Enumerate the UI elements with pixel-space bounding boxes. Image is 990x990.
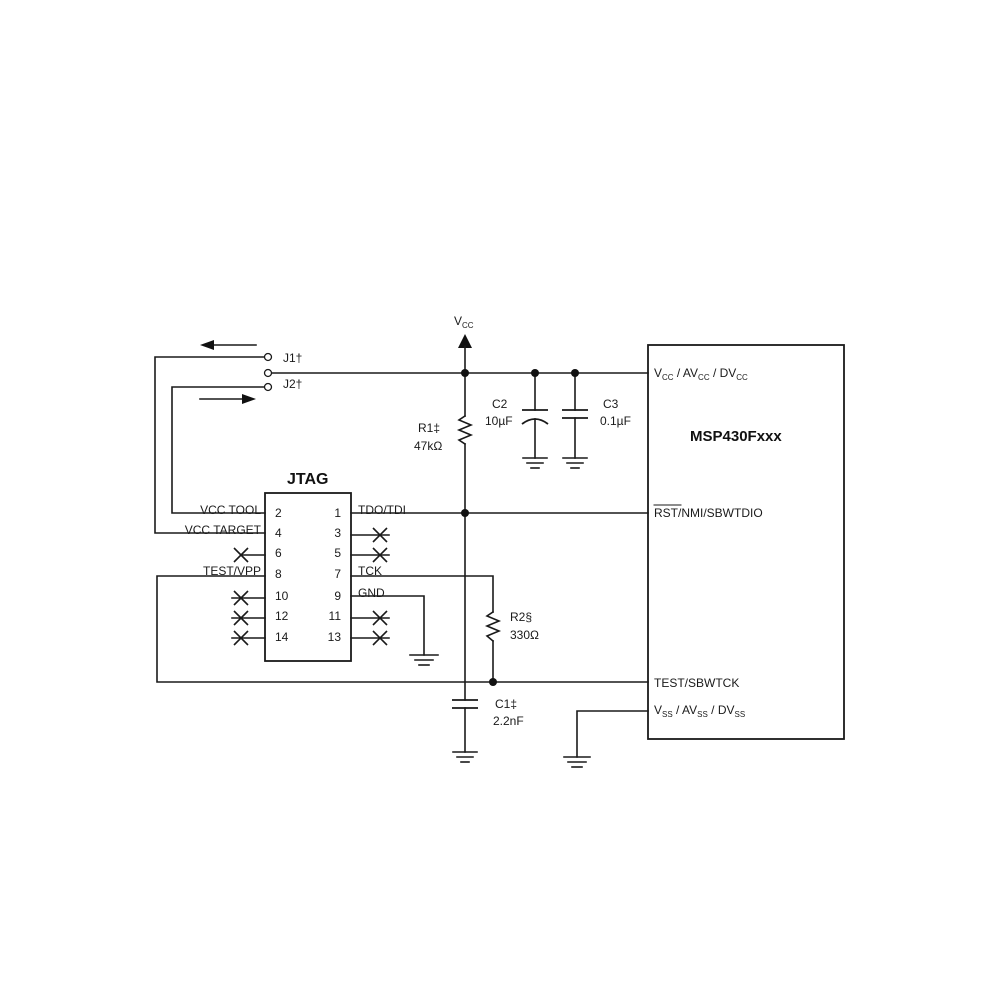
jtag-pin-label: GND [358, 586, 385, 600]
r2-ref: R2§ [510, 610, 532, 624]
wire-test-sbwtck [156, 575, 649, 683]
resistor-r1: R1‡ 47kΩ [414, 372, 474, 514]
ground-icon [409, 654, 439, 666]
capacitor-c1: C1‡ 2.2nF [452, 697, 524, 763]
jumper-j1-label: J1† [283, 351, 302, 365]
jumper-j2-label: J2† [283, 377, 302, 391]
jtag-pin-number: 3 [334, 526, 341, 540]
r1-ref: R1‡ [418, 421, 440, 435]
chip-name: MSP430Fxxx [690, 428, 782, 445]
jtag-pin-label: TCK [358, 564, 382, 578]
nc-pin-13 [350, 630, 390, 646]
jtag-pin-label: TEST/VPP [203, 564, 261, 578]
nc-pin-5 [350, 547, 390, 563]
jtag-connector: JTAG 2 VCC TOOL 4 VCC TARGET 6 8 TEST/VPP 10 12 1… [185, 471, 406, 662]
c1-ref: C1‡ [495, 697, 517, 711]
wire-j1-vcc-target [154, 356, 266, 534]
vcc-label: VCC [454, 314, 474, 330]
jtag-pin-number: 14 [275, 630, 289, 644]
r1-value: 47kΩ [414, 439, 442, 453]
jtag-body [264, 492, 352, 662]
jumpers: J1† J2† [154, 340, 302, 534]
junction-dots [461, 369, 579, 686]
jtag-pin-number: 8 [275, 567, 282, 581]
jtag-right-pins: 1 TDO/TDI 3 5 7 TCK 9 GND 11 13 [328, 503, 406, 644]
msp430-chip: MSP430Fxxx VCC / AVCC / DVCC RST/NMI/SBW… [647, 344, 845, 740]
jtag-pin-number: 1 [334, 506, 341, 520]
jtag-pin-number: 6 [275, 546, 282, 560]
ground-icon [563, 756, 591, 768]
junction-dot [461, 369, 469, 377]
r2-value: 330Ω [510, 628, 539, 642]
arrow-left-icon [200, 340, 214, 350]
capacitor-c2: C2 10µF [485, 372, 549, 469]
jtag-pin-number: 10 [275, 589, 289, 603]
vcc-arrow-icon [458, 334, 472, 348]
chip-pin-vss: VSS / AVSS / DVSS [654, 703, 745, 719]
jtag-pin-number: 13 [328, 630, 342, 644]
chip-pin-rst: RST/NMI/SBWTDIO [654, 506, 763, 520]
nc-pin-11 [350, 610, 390, 626]
jtag-pin-number: 4 [275, 526, 282, 540]
junction-dot [461, 509, 469, 517]
c2-value: 10µF [485, 414, 513, 428]
junction-dot [489, 678, 497, 686]
jtag-pin-number: 5 [334, 546, 341, 560]
jumper-j2-terminal [263, 382, 273, 392]
nc-pin-6 [233, 547, 266, 563]
jtag-title: JTAG [287, 471, 328, 488]
resistor-r2: R2§ 330Ω [484, 610, 539, 683]
chip-pin-vcc: VCC / AVCC / DVCC [654, 366, 748, 382]
c3-value: 0.1µF [600, 414, 631, 428]
jumper-j1-terminal [263, 352, 273, 362]
no-connect-marks [231, 527, 390, 646]
c1-value: 2.2nF [493, 714, 524, 728]
nc-pin-14 [231, 630, 266, 646]
chip-pin-test: TEST/SBWTCK [654, 676, 739, 690]
chip-body [647, 344, 845, 740]
vcc-supply: VCC [454, 314, 474, 348]
wire-tck-r2 [350, 575, 494, 613]
wire-gnd [350, 595, 425, 656]
jtag-pin-label: VCC TOOL [200, 503, 261, 517]
junction-dot [531, 369, 539, 377]
arrow-right-icon [242, 394, 256, 404]
nc-pin-3 [350, 527, 390, 543]
c3-ref: C3 [603, 397, 619, 411]
c2-ref: C2 [492, 397, 508, 411]
jtag-pin-label: TDO/TDI [358, 503, 406, 517]
jtag-pin-number: 2 [275, 506, 282, 520]
wire-vss [576, 710, 649, 758]
capacitor-c3: C3 0.1µF [562, 372, 631, 469]
jtag-left-pins: 2 VCC TOOL 4 VCC TARGET 6 8 TEST/VPP 10 12 14 [185, 503, 289, 644]
jtag-pin-number: 7 [334, 567, 341, 581]
nc-pin-12 [231, 610, 266, 626]
jtag-pin-number: 11 [329, 609, 342, 623]
jtag-pin-number: 9 [334, 589, 341, 603]
wire-j2-vcc-tool [171, 386, 266, 514]
jumper-common-terminal [263, 368, 273, 378]
jtag-pin-label: VCC TARGET [185, 523, 262, 537]
junction-dot [571, 369, 579, 377]
nc-pin-10 [231, 590, 266, 606]
jtag-pin-number: 12 [275, 609, 289, 623]
